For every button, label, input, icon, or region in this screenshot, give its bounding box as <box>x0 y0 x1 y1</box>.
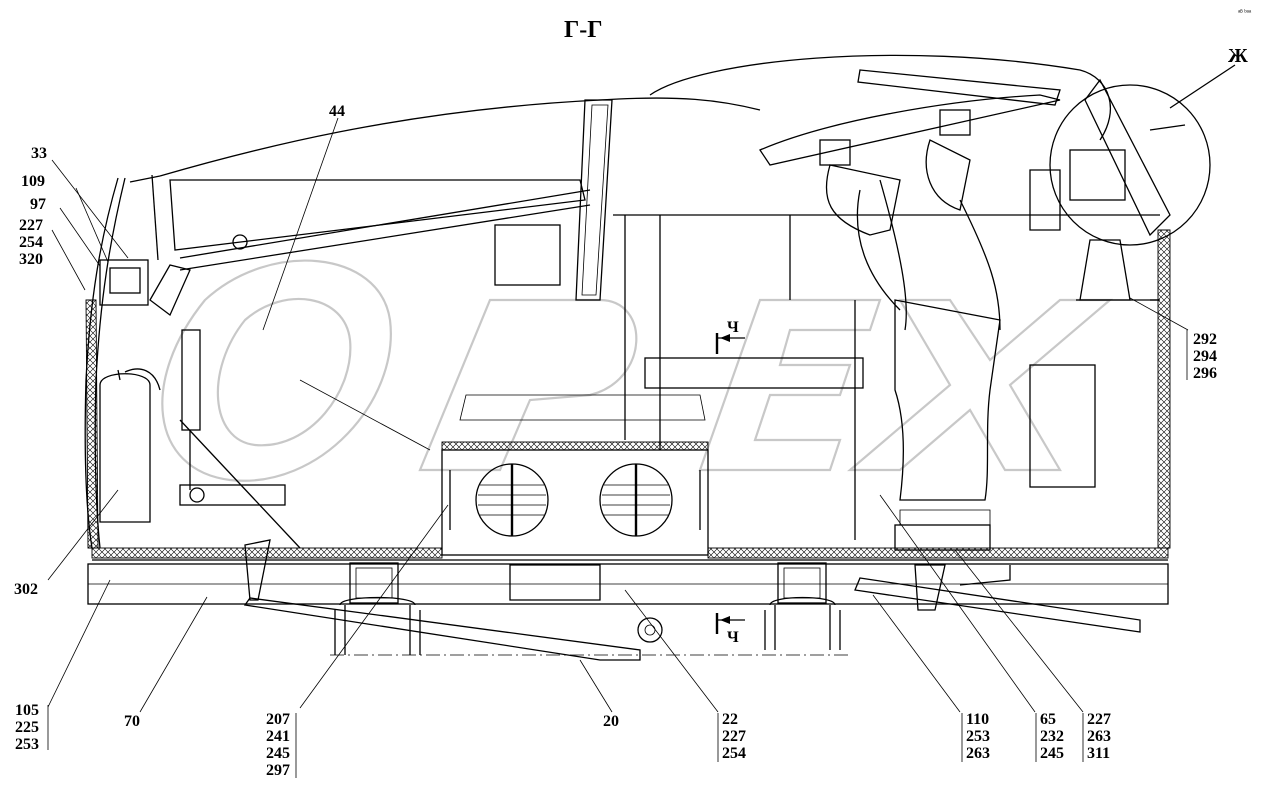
callout-227-263-311: 227 263 311 <box>1087 711 1111 762</box>
callout-105-225-253: 105 225 253 <box>15 702 39 753</box>
svg-text:245: 245 <box>1040 745 1064 762</box>
svg-text:320: 320 <box>19 251 43 268</box>
callout-110-253-263: 110 253 263 <box>966 711 990 762</box>
detail-zh-circle <box>789 64 1236 540</box>
svg-text:105: 105 <box>15 702 39 719</box>
section-title: Г-Г <box>564 17 603 43</box>
svg-text:311: 311 <box>1087 745 1110 762</box>
svg-text:227: 227 <box>1087 711 1111 728</box>
svg-text:294: 294 <box>1193 348 1217 365</box>
callout-292-294-296: 292 294 296 <box>1193 331 1217 382</box>
callout-109: 109 <box>21 173 45 190</box>
callout-44: 44 <box>329 103 345 120</box>
svg-text:297: 297 <box>266 762 290 779</box>
callout-302: 302 <box>14 581 38 598</box>
seat-adjust-linkage <box>179 224 561 601</box>
heater-box <box>441 357 864 556</box>
underframe <box>243 562 1141 661</box>
callout-22-227-254: 22 227 254 <box>722 711 746 762</box>
cab-front-wall <box>1076 229 1171 549</box>
callout-70: 70 <box>124 713 140 730</box>
svg-text:263: 263 <box>1087 728 1111 745</box>
section-marker-upper <box>715 333 745 354</box>
section-label-upper: Ч <box>727 319 739 336</box>
svg-text:254: 254 <box>19 234 43 251</box>
svg-text:292: 292 <box>1193 331 1217 348</box>
svg-text:232: 232 <box>1040 728 1064 745</box>
svg-text:22: 22 <box>722 711 738 728</box>
svg-text:227: 227 <box>722 728 746 745</box>
svg-text:227: 227 <box>19 217 43 234</box>
steering-column <box>649 54 1112 551</box>
cab-window-frame <box>159 97 1160 450</box>
callout-33: 33 <box>31 145 47 162</box>
callout-227-254-320: 227 254 320 <box>19 217 43 268</box>
corner-mark: ᵃᴮ ᵇᵃᵃ <box>1238 9 1252 16</box>
svg-text:65: 65 <box>1040 711 1056 728</box>
svg-text:225: 225 <box>15 719 39 736</box>
svg-text:253: 253 <box>966 728 990 745</box>
svg-text:245: 245 <box>266 745 290 762</box>
callout-207-241-245-297: 207 241 245 297 <box>266 711 290 779</box>
section-label-lower: Ч <box>727 629 739 646</box>
watermark-logo <box>161 259 1113 482</box>
leader-lines <box>47 117 1189 778</box>
svg-text:207: 207 <box>266 711 290 728</box>
callout-65-232-245: 65 232 245 <box>1040 711 1064 762</box>
callout-20: 20 <box>603 713 619 730</box>
svg-text:263: 263 <box>966 745 990 762</box>
section-marker-lower <box>715 613 745 634</box>
callout-97: 97 <box>30 196 46 213</box>
view-label-zh: Ж <box>1228 45 1248 67</box>
svg-text:253: 253 <box>15 736 39 753</box>
svg-text:296: 296 <box>1193 365 1217 382</box>
svg-text:254: 254 <box>722 745 746 762</box>
svg-text:241: 241 <box>266 728 290 745</box>
cab-rear-wall <box>84 174 161 549</box>
svg-text:110: 110 <box>966 711 989 728</box>
fire-extinguisher <box>99 259 191 523</box>
